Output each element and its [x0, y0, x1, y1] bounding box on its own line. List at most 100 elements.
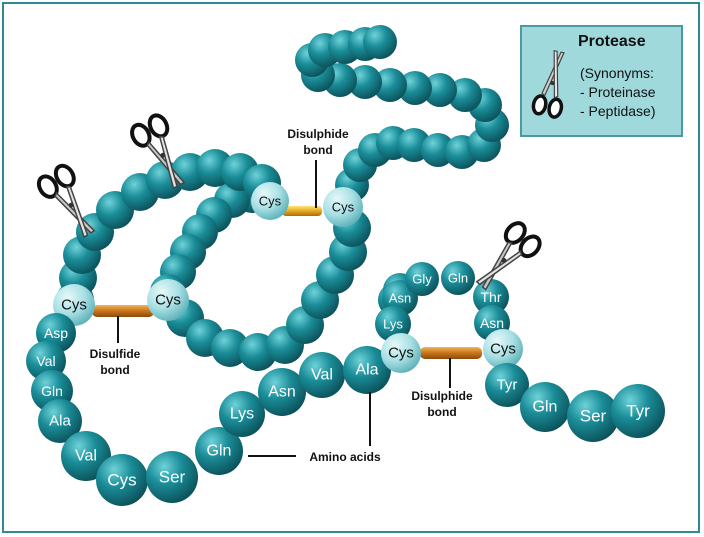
residue-label: Cys — [107, 471, 136, 490]
scissors-icon — [33, 160, 107, 246]
residue-lys-2: Lys — [375, 306, 411, 342]
residue-ala-1: Ala — [38, 399, 82, 443]
legend-synonyms-line3: - Peptidase) — [580, 103, 656, 119]
residue-bead — [251, 182, 289, 220]
residue-label: Cys — [490, 341, 516, 358]
residue-gln-3: Gln — [441, 261, 475, 295]
residue-bead — [38, 399, 82, 443]
legend-title: Protease — [578, 33, 646, 50]
residue-label: Asn — [480, 315, 504, 331]
residue-label: Ala — [49, 413, 71, 430]
residue-tyr-1: Tyr — [485, 363, 529, 407]
residue-bead — [147, 279, 189, 321]
callout-disulphide-right-2: bond — [427, 405, 456, 419]
residue-label: Asn — [389, 291, 411, 306]
residue-bead — [405, 262, 439, 296]
residue-bead — [343, 346, 391, 394]
callout-disulphide-right-1: Disulphide — [411, 389, 473, 403]
callout-lines — [117, 160, 451, 457]
residue-label: Asn — [268, 384, 296, 401]
residue-bead — [520, 382, 570, 432]
residue-ser-2: Ser — [567, 390, 619, 442]
residue-bead — [611, 384, 665, 438]
residue-gln-4: Gln — [520, 382, 570, 432]
scissors-icon — [531, 49, 565, 119]
residue-bead — [473, 279, 509, 315]
residue-asn-1: Asn — [258, 368, 306, 416]
residue-bead — [258, 368, 306, 416]
residue-gln-2: Gln — [195, 427, 243, 475]
callout-disulfide-left-1: Disulfide — [90, 347, 141, 361]
disulfide-bonds — [92, 206, 482, 359]
residue-cys-inner: Cys — [147, 279, 189, 321]
amino-acid-bead — [211, 329, 249, 367]
residue-bead — [96, 454, 148, 506]
residue-cys-right-2: Cys — [483, 329, 523, 369]
residue-bead — [485, 363, 529, 407]
residue-bead — [483, 329, 523, 369]
residue-label: Ser — [580, 407, 607, 426]
residue-label: Gln — [448, 271, 468, 286]
residue-gly: Gly — [405, 262, 439, 296]
residue-cys-bottom: Cys — [96, 454, 148, 506]
amino-acid-bead — [373, 68, 407, 102]
residue-label: Lys — [230, 406, 254, 423]
amino-acid-bead — [423, 73, 457, 107]
residue-label: Lys — [383, 317, 403, 332]
amino-acid-bead — [348, 65, 382, 99]
residue-val-2: Val — [61, 431, 111, 481]
residue-cys-right-1: Cys — [381, 333, 421, 373]
residue-label: Tyr — [497, 377, 518, 394]
residue-label: Gln — [533, 399, 558, 416]
residue-label: Ser — [159, 468, 186, 487]
residue-thr: Thr — [473, 279, 509, 315]
residue-label: Cys — [61, 297, 87, 314]
legend-synonyms-line2: - Proteinase — [580, 84, 656, 100]
residue-label: Gln — [207, 443, 232, 460]
residue-ala-2: Ala — [343, 346, 391, 394]
residue-label: Ala — [355, 362, 378, 379]
legend-box: Protease (Synonyms: - Proteinase - Pepti… — [520, 25, 683, 137]
amino-acid-bead — [398, 71, 432, 105]
residue-bead — [381, 333, 421, 373]
bond-top — [282, 206, 322, 216]
callout-amino-acids: Amino acids — [309, 450, 381, 464]
residue-label: Asp — [44, 325, 68, 341]
residue-tyr-2: Tyr — [611, 384, 665, 438]
residue-label: Tyr — [626, 402, 650, 421]
callout-disulphide-top-1: Disulphide — [287, 127, 349, 141]
callout-texts: Disulphide bond Disulfide bond Disulphid… — [90, 127, 473, 464]
residue-bead — [375, 306, 411, 342]
residue-label: Val — [311, 367, 333, 384]
residue-val-3: Val — [299, 352, 345, 398]
residue-ser-1: Ser — [146, 451, 198, 503]
residue-cys-top-right: Cys — [323, 187, 363, 227]
residue-bead — [146, 451, 198, 503]
residue-label: Gln — [41, 383, 63, 399]
callout-disulphide-top-2: bond — [303, 143, 332, 157]
residue-label: Cys — [155, 292, 181, 309]
residue-label: Cys — [388, 345, 414, 362]
residue-bead — [567, 390, 619, 442]
residue-bead — [61, 431, 111, 481]
legend-synonyms-line1: (Synonyms: — [580, 65, 654, 81]
residue-label: Gly — [412, 272, 432, 287]
callout-disulfide-left-2: bond — [100, 363, 129, 377]
bond-right — [420, 347, 482, 359]
residue-bead — [323, 187, 363, 227]
residue-label: Val — [75, 448, 97, 465]
residue-lys-1: Lys — [219, 391, 265, 437]
residue-label: Cys — [259, 194, 282, 209]
residue-bead — [299, 352, 345, 398]
residue-bead — [441, 261, 475, 295]
residue-label: Val — [36, 353, 55, 369]
residue-label: Thr — [481, 289, 502, 305]
residue-label: Cys — [332, 200, 355, 215]
residue-bead — [195, 427, 243, 475]
residue-bead — [219, 391, 265, 437]
residue-cys-top-left: Cys — [251, 182, 289, 220]
bond-left — [92, 305, 154, 317]
amino-acid-bead — [363, 25, 397, 59]
